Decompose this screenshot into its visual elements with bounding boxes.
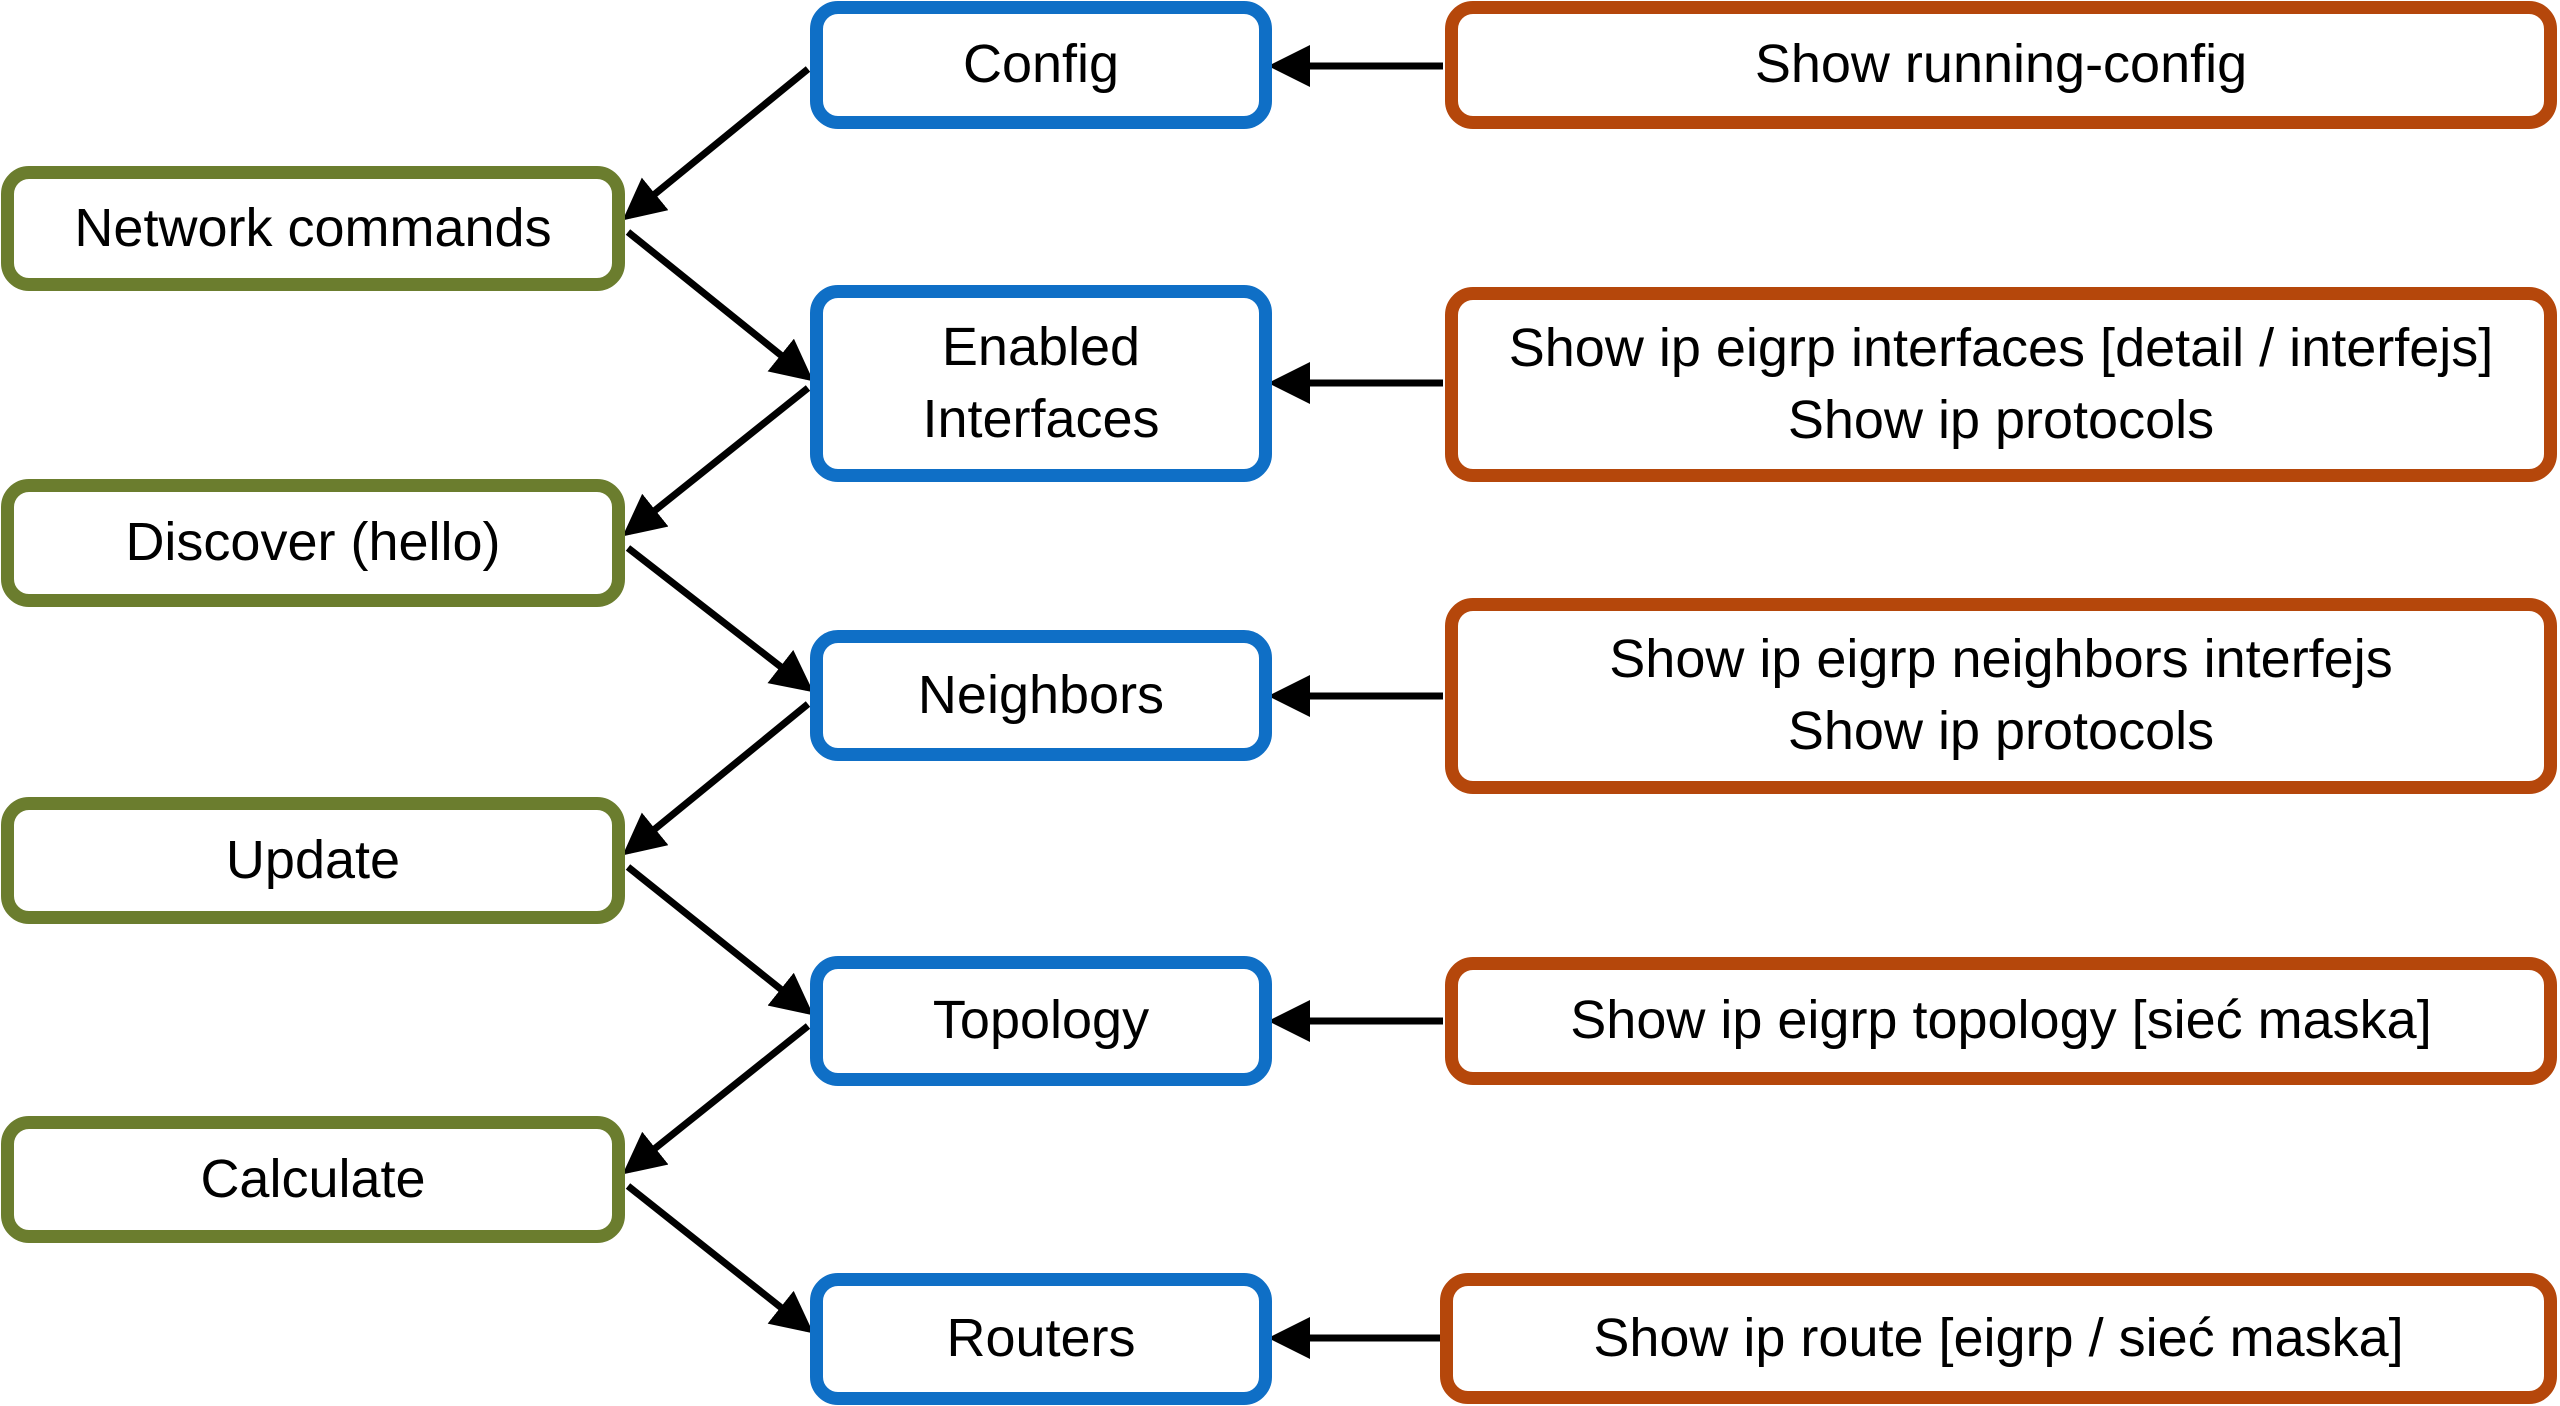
step-discover: Discover (hello) bbox=[1, 479, 625, 607]
arrow-network-commands-to-enabled-interfaces bbox=[625, 229, 814, 382]
step-network-commands: Network commands bbox=[1, 166, 625, 291]
step-label: Discover (hello) bbox=[125, 512, 501, 573]
state-config: Config bbox=[810, 1, 1272, 129]
command-text-line-2: Show ip protocols bbox=[1787, 701, 2215, 761]
state-label-line-2: Interfaces bbox=[922, 388, 1160, 449]
state-label: Config bbox=[962, 34, 1120, 95]
arrow-config-to-network-commands bbox=[622, 66, 811, 221]
arrow-update-to-topology bbox=[625, 864, 814, 1016]
command-text: Show running-config bbox=[1754, 34, 2248, 95]
state-label-line-1: Enabled bbox=[941, 316, 1141, 377]
state-label: Routers bbox=[946, 1308, 1136, 1369]
command-show-ip-route: Show ip route [eigrp / sieć maska] bbox=[1440, 1273, 2557, 1404]
command-text: Show ip route [eigrp / sieć maska] bbox=[1593, 1307, 2404, 1368]
command-show-eigrp-neighbors: Show ip eigrp neighbors interfejs Show i… bbox=[1445, 598, 2557, 794]
command-show-eigrp-topology: Show ip eigrp topology [sieć maska] bbox=[1445, 957, 2557, 1085]
state-enabled-interfaces: Enabled Interfaces bbox=[810, 285, 1272, 482]
step-label: Network commands bbox=[74, 197, 552, 258]
state-label: Topology bbox=[932, 990, 1150, 1051]
state-neighbors: Neighbors bbox=[810, 630, 1272, 761]
step-label: Update bbox=[225, 829, 401, 890]
command-text-line-1: Show ip eigrp interfaces [detail / inter… bbox=[1508, 317, 2494, 378]
command-text-line-1: Show ip eigrp neighbors interfejs bbox=[1609, 629, 2393, 690]
command-show-eigrp-interfaces: Show ip eigrp interfaces [detail / inter… bbox=[1445, 287, 2557, 482]
arrow-neighbors-to-update bbox=[622, 701, 811, 856]
state-topology: Topology bbox=[810, 956, 1272, 1086]
command-show-running-config: Show running-config bbox=[1445, 1, 2557, 129]
arrow-calculate-to-routers bbox=[625, 1183, 814, 1334]
step-label: Calculate bbox=[200, 1148, 426, 1209]
state-routers: Routers bbox=[810, 1273, 1272, 1405]
arrow-enabled-interfaces-to-discover bbox=[622, 385, 811, 537]
arrow-discover-to-neighbors bbox=[625, 545, 814, 693]
arrow-topology-to-calculate bbox=[622, 1023, 811, 1175]
command-text: Show ip eigrp topology [sieć maska] bbox=[1570, 990, 2432, 1051]
command-text-line-2: Show ip protocols bbox=[1787, 389, 2215, 450]
step-calculate: Calculate bbox=[1, 1116, 625, 1243]
step-update: Update bbox=[1, 797, 625, 924]
state-label: Neighbors bbox=[917, 664, 1165, 725]
